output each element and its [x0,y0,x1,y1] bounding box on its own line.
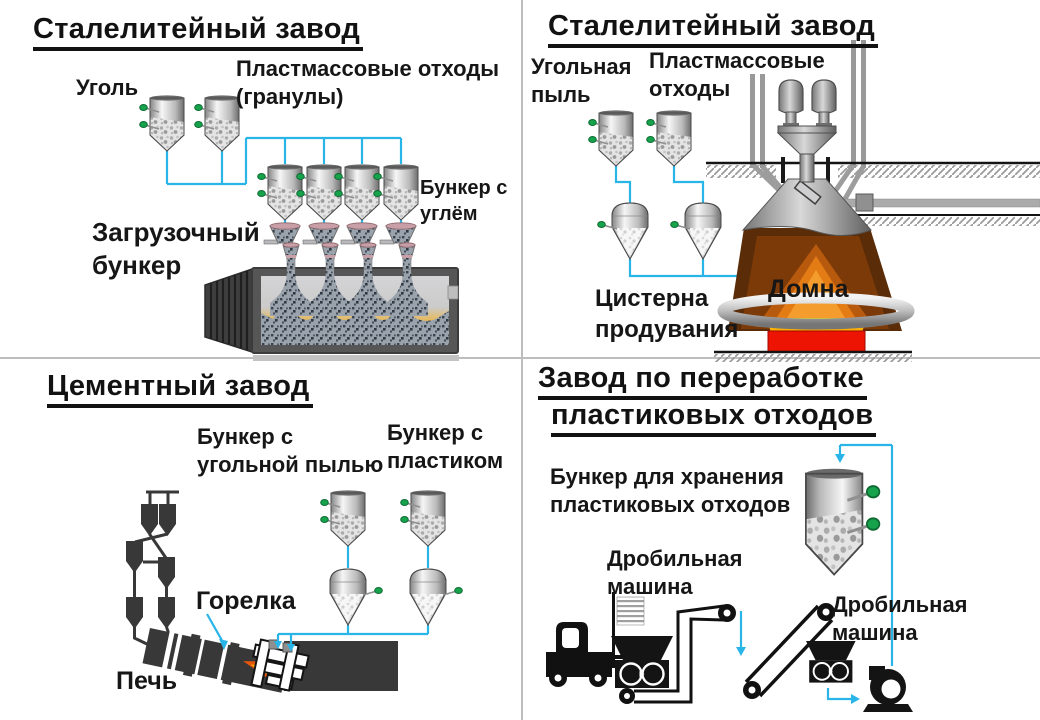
blowing-tank-1 [611,202,649,260]
forklift [546,592,645,687]
charging-furnace [204,267,459,361]
arrow-into-silo [835,454,845,463]
label-shredder-left: Дробильная машина [607,546,743,600]
label-plastic-waste: Пластмассовые отходы [649,48,825,102]
horizontal-divider [0,357,1040,359]
coal-bunker-1 [258,164,302,220]
label-coal-dust-bunker: Бункер с угольной пылью [197,424,384,478]
inclined-conveyor [743,603,835,699]
label-shredder-right: Дробильная машина [832,592,968,646]
pipe-network [276,546,430,645]
forklift-load [616,596,645,626]
label-burner: Горелка [196,587,296,615]
label-coal-dust: Угольная пыль [531,54,632,108]
label-storage-bunker: Бункер для хранения пластиковых отходов [550,464,791,518]
dosing-tank-1 [329,568,367,626]
arrow-burner-1 [274,641,282,649]
vertical-conveyor [619,604,736,704]
bustle-pipe-ring [717,292,915,330]
title-plastic-plant-line1: Завод по переработке [538,362,867,400]
cyclone [159,504,176,536]
cyclone [126,597,143,629]
blower-pump [863,666,913,712]
feeder-funnel-3 [340,222,378,270]
blast-furnace [706,40,1040,362]
burner-assembly [250,638,310,692]
title-steel-plant-blast: Сталелитейный завод [548,10,879,48]
vertical-divider [521,0,523,720]
title-cement-plant: Цементный завод [47,370,313,408]
coal-bunker-4 [374,164,418,220]
steel-plant-top-machinery [140,95,459,361]
title-plastic-plant-line2: пластиковых отходов [551,399,877,437]
plastic-bunker-silo [401,490,445,546]
burner-pointer-line [206,613,225,645]
plastic-waste-silo [647,110,691,166]
to-blower-line [826,688,853,701]
feeder-funnel-4 [379,222,417,270]
steel-plant-blast-machinery [589,40,1040,362]
coal-dust-silo [589,110,633,166]
charging-chute [793,179,822,205]
label-kiln: Печь [116,667,178,695]
coal-silo [140,95,184,151]
cyclone [141,504,158,536]
drop-arrow-head [736,647,746,656]
pipe-network [614,166,746,297]
coal-dust-bunker-silo [321,490,365,546]
arrow-burner-2 [287,644,295,652]
to-blower-arrow [851,694,860,704]
label-blowing-tank: Цистерна продувания [595,285,739,343]
feeder-funnel-1 [263,222,301,270]
plastic-plant-machinery [546,443,913,712]
label-coal-bunker: Бункер с углём [420,177,508,225]
label-loading-bunker: Загрузочный бункер [92,217,260,281]
shredder-left [609,634,675,690]
plastic-storage-silo [806,469,880,575]
furnace-hearth [767,330,866,353]
cyclone [158,597,175,629]
label-plastic-bunker: Бункер с пластиком [387,420,504,474]
feeder-funnel-2 [302,222,340,270]
plastic-granule-silo [195,95,239,151]
burner-pointer-head [219,639,228,650]
label-coal: Уголь [76,75,139,100]
dosing-tank-2 [409,568,447,626]
title-steel-plant-top: Сталелитейный завод [33,13,364,51]
cyclone-preheater-tower [133,490,179,648]
cyclone [158,557,175,589]
coal-bunker-2 [297,164,341,220]
blowing-tank-2 [684,202,722,260]
cyclone [126,541,143,573]
cement-plant-machinery [126,490,464,693]
label-blast-furnace: Домна [768,275,849,303]
label-plastic-granules: Пластмассовые отходы (гранулы) [236,56,500,110]
